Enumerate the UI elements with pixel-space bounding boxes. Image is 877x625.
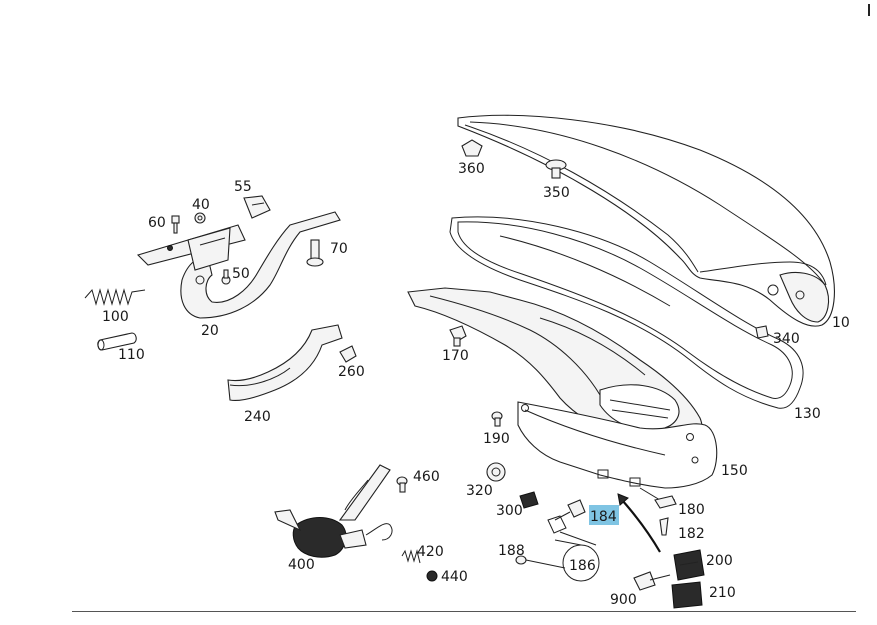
label-900: 900 bbox=[610, 592, 637, 608]
spring-100-part bbox=[84, 288, 146, 306]
label-200: 200 bbox=[706, 553, 733, 569]
motor-400-part bbox=[274, 464, 393, 558]
label-110: 110 bbox=[118, 347, 145, 363]
label-170: 170 bbox=[442, 348, 469, 364]
label-240: 240 bbox=[244, 409, 271, 425]
clip-460-part bbox=[396, 476, 408, 493]
spring-420-part bbox=[401, 549, 421, 564]
baseline-rule bbox=[72, 611, 856, 612]
trunk-lid-part bbox=[457, 114, 835, 327]
bracket-55-part bbox=[243, 195, 271, 219]
label-420: 420 bbox=[417, 544, 444, 560]
inner-panel-part bbox=[407, 287, 703, 443]
label-180: 180 bbox=[678, 502, 705, 518]
label-320: 320 bbox=[466, 483, 493, 499]
label-188: 188 bbox=[498, 543, 525, 559]
cap-360-part bbox=[461, 139, 483, 157]
part-182 bbox=[659, 517, 669, 536]
label-182: 182 bbox=[678, 526, 705, 542]
label-150: 150 bbox=[721, 463, 748, 479]
clip-190-part bbox=[491, 411, 503, 427]
lock-200-part bbox=[673, 549, 705, 581]
bolt-60-part bbox=[171, 215, 180, 234]
lock-210-part bbox=[671, 581, 703, 609]
label-460: 460 bbox=[413, 469, 440, 485]
sleeve-110-part bbox=[97, 332, 137, 351]
sensor-184-part bbox=[547, 499, 586, 534]
label-210: 210 bbox=[709, 585, 736, 601]
connector-188-part bbox=[515, 555, 566, 569]
label-300: 300 bbox=[496, 503, 523, 519]
nut-40-part bbox=[194, 212, 206, 224]
label-55: 55 bbox=[234, 179, 252, 195]
label-10: 10 bbox=[832, 315, 850, 331]
hinge-part bbox=[136, 211, 341, 319]
clip-340-part bbox=[755, 325, 769, 339]
label-70: 70 bbox=[330, 241, 348, 257]
switch-300-part bbox=[519, 491, 539, 509]
strut-240-part bbox=[227, 324, 343, 402]
label-340: 340 bbox=[773, 331, 800, 347]
clip-350-part bbox=[545, 159, 567, 179]
label-60: 60 bbox=[148, 215, 166, 231]
grommet-320-part bbox=[486, 462, 506, 482]
label-400: 400 bbox=[288, 557, 315, 573]
part-180 bbox=[654, 495, 677, 509]
circle-186-part bbox=[554, 531, 600, 582]
label-184[interactable]: 184 bbox=[590, 509, 617, 525]
label-440: 440 bbox=[441, 569, 468, 585]
cable-line bbox=[621, 499, 661, 553]
label-350: 350 bbox=[543, 185, 570, 201]
label-190: 190 bbox=[483, 431, 510, 447]
seal-part bbox=[449, 216, 804, 409]
label-40: 40 bbox=[192, 197, 210, 213]
stop-260-part bbox=[339, 345, 357, 363]
label-50: 50 bbox=[232, 266, 250, 282]
bracket-900-part bbox=[633, 571, 671, 591]
nut-440-part bbox=[426, 570, 438, 582]
label-186: 186 bbox=[569, 558, 596, 574]
corner-mark bbox=[868, 4, 870, 16]
bolt-70-part bbox=[306, 239, 324, 267]
arrow-head bbox=[617, 493, 629, 506]
clip-170-part bbox=[449, 325, 467, 347]
label-360: 360 bbox=[458, 161, 485, 177]
label-260: 260 bbox=[338, 364, 365, 380]
label-130: 130 bbox=[794, 406, 821, 422]
label-100: 100 bbox=[102, 309, 129, 325]
label-20: 20 bbox=[201, 323, 219, 339]
trim-panel-part bbox=[517, 401, 718, 501]
highlight-184 bbox=[589, 505, 619, 525]
bolt-50-part bbox=[221, 269, 231, 285]
